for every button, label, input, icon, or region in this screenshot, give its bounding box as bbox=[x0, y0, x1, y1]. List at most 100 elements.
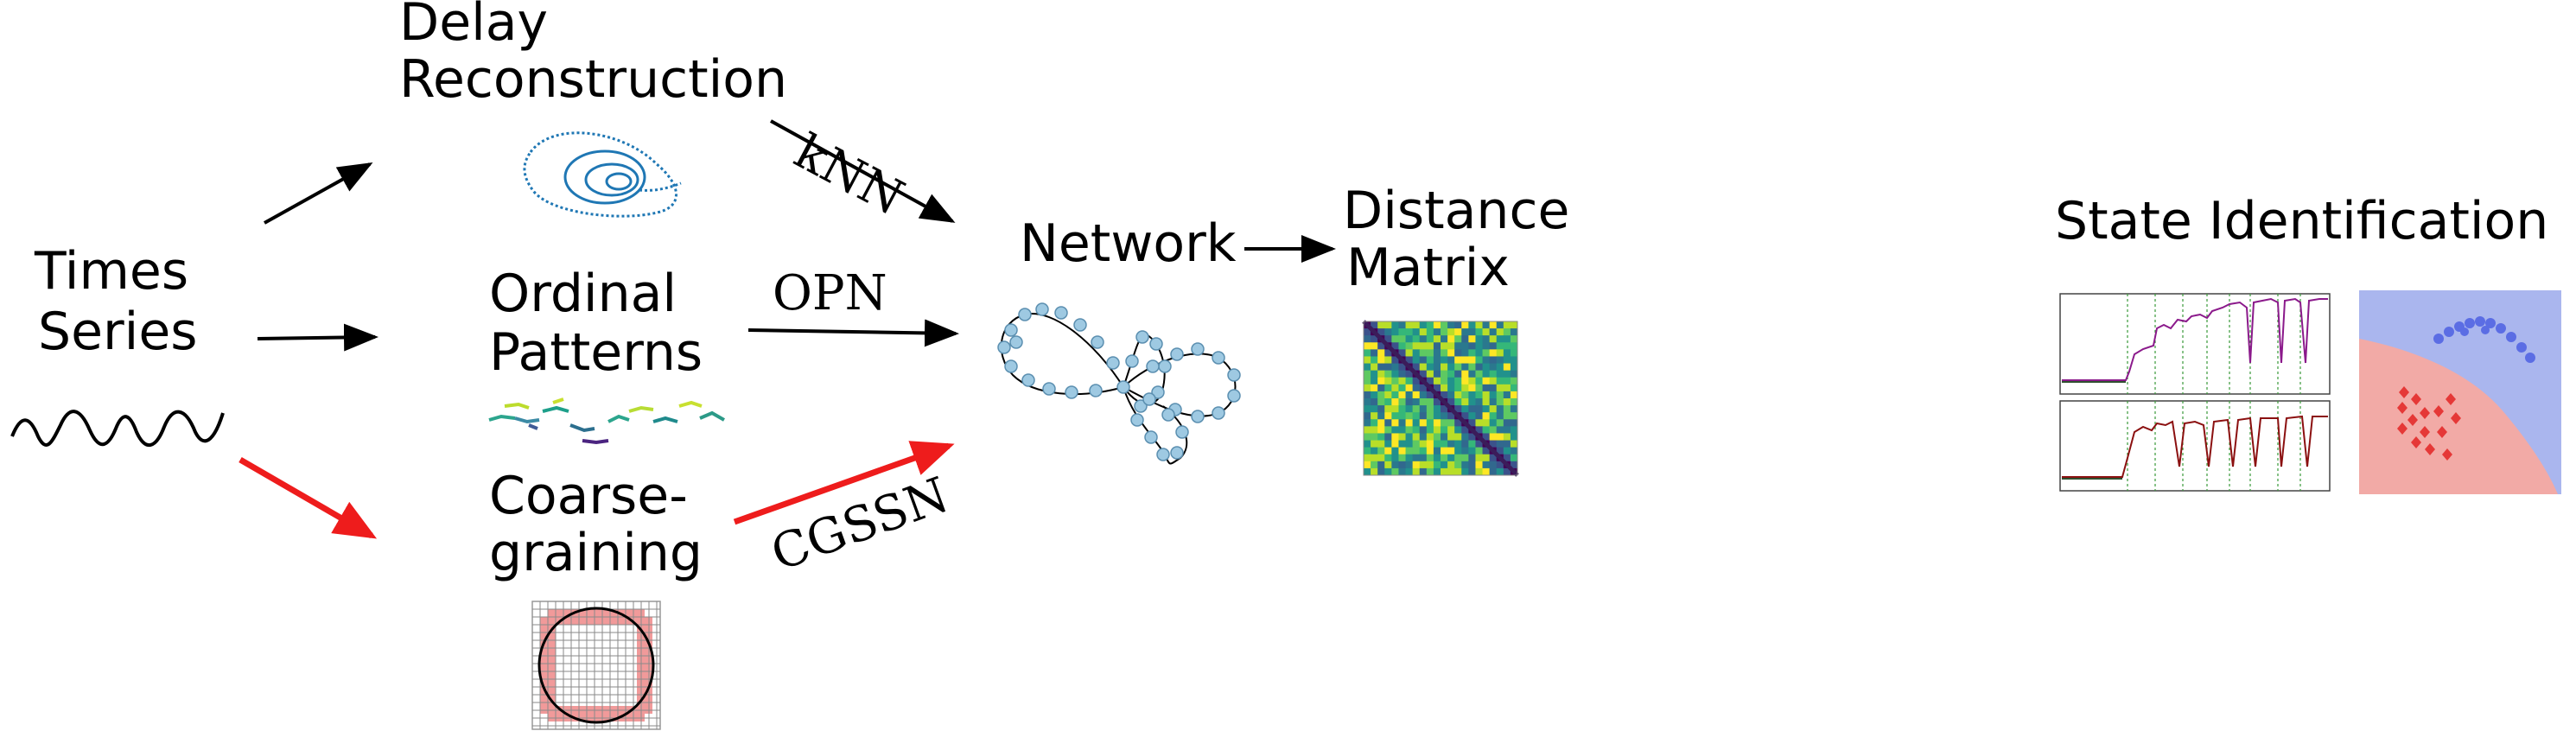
distance-matrix-cell bbox=[1364, 356, 1371, 365]
distance-matrix-cell bbox=[1482, 349, 1491, 357]
distance-matrix-cell bbox=[1433, 342, 1441, 350]
distance-matrix-cell bbox=[1364, 349, 1371, 357]
distance-matrix-cell bbox=[1475, 349, 1484, 357]
distance-matrix-cell bbox=[1489, 467, 1498, 475]
network-node bbox=[1191, 410, 1205, 423]
distance-matrix-cell bbox=[1433, 328, 1441, 336]
distance-matrix-cell bbox=[1503, 335, 1511, 343]
distance-matrix-cell bbox=[1426, 356, 1434, 365]
distance-matrix-cell bbox=[1398, 349, 1407, 357]
distance-matrix-cell bbox=[1447, 377, 1455, 385]
delay-reconstruction-label-line1: Delay bbox=[399, 0, 549, 53]
distance-matrix-cell bbox=[1371, 342, 1378, 350]
distance-matrix-cell bbox=[1454, 377, 1462, 385]
distance-matrix-cell bbox=[1482, 363, 1491, 372]
distance-matrix-cell bbox=[1441, 440, 1448, 448]
distance-matrix-cell bbox=[1489, 391, 1498, 399]
distance-matrix-cell bbox=[1441, 405, 1448, 413]
distance-matrix-cell bbox=[1496, 447, 1504, 455]
distance-matrix-cell bbox=[1461, 370, 1469, 378]
distance-matrix-cell bbox=[1384, 384, 1392, 392]
distance-matrix-cell bbox=[1426, 377, 1434, 385]
distance-matrix-cell bbox=[1405, 342, 1414, 350]
network-node bbox=[1004, 359, 1018, 373]
distance-matrix-cell bbox=[1433, 419, 1441, 427]
arrow-to-delay bbox=[264, 162, 373, 225]
distance-matrix-cell bbox=[1489, 349, 1498, 357]
distance-matrix-cell bbox=[1412, 447, 1421, 455]
distance-matrix-cell bbox=[1391, 412, 1399, 420]
distance-matrix-cell bbox=[1447, 440, 1455, 448]
distance-matrix-cell bbox=[1364, 426, 1371, 434]
distance-matrix-cell bbox=[1377, 467, 1385, 475]
network-node bbox=[1018, 308, 1032, 321]
distance-matrix-cell bbox=[1371, 426, 1378, 434]
distance-matrix-cell bbox=[1468, 342, 1476, 350]
distance-matrix-cell bbox=[1461, 426, 1469, 434]
distance-matrix-cell bbox=[1426, 412, 1434, 420]
distance-matrix-cell bbox=[1475, 335, 1484, 343]
distance-matrix-cell bbox=[1384, 356, 1392, 365]
network-node bbox=[1089, 384, 1103, 397]
network-graph-icon bbox=[997, 302, 1241, 465]
distance-matrix-cell bbox=[1419, 433, 1428, 442]
distance-matrix-cell bbox=[1364, 328, 1371, 336]
distance-matrix-cell bbox=[1377, 363, 1385, 372]
distance-matrix-cell bbox=[1371, 335, 1378, 343]
distance-matrix-cell bbox=[1371, 440, 1378, 448]
distance-matrix-cell bbox=[1496, 384, 1504, 392]
network-node bbox=[1021, 373, 1035, 387]
network-node bbox=[1175, 425, 1189, 439]
distance-matrix-cell bbox=[1433, 440, 1441, 448]
distance-matrix-cell bbox=[1461, 398, 1469, 406]
distance-matrix-cell bbox=[1496, 412, 1504, 420]
distance-matrix-cell bbox=[1489, 426, 1498, 434]
distance-matrix-cell bbox=[1405, 447, 1414, 455]
distance-matrix-cell bbox=[1441, 321, 1448, 329]
distance-matrix-cell bbox=[1419, 461, 1428, 469]
distance-matrix-cell bbox=[1377, 342, 1385, 350]
distance-matrix-cell bbox=[1503, 321, 1511, 329]
distance-matrix-cell bbox=[1371, 461, 1378, 469]
distance-matrix-cell bbox=[1496, 391, 1504, 399]
distance-matrix-cell bbox=[1496, 377, 1504, 385]
distance-matrix-cell bbox=[1441, 349, 1448, 357]
distance-matrix-cell bbox=[1405, 419, 1414, 427]
distance-matrix-cell bbox=[1496, 440, 1504, 448]
distance-matrix-cell bbox=[1475, 363, 1484, 372]
distance-matrix-cell bbox=[1412, 363, 1421, 372]
distance-matrix-cell bbox=[1454, 398, 1462, 406]
distance-matrix-cell bbox=[1377, 398, 1385, 406]
distance-matrix-cell bbox=[1391, 467, 1399, 475]
distance-matrix-cell bbox=[1391, 363, 1399, 372]
distance-matrix-cell bbox=[1433, 363, 1441, 372]
distance-matrix-cell bbox=[1426, 433, 1434, 442]
distance-matrix-cell bbox=[1503, 349, 1511, 357]
distance-matrix-cell bbox=[1405, 356, 1414, 365]
network-node bbox=[1106, 356, 1120, 370]
distance-matrix-cell bbox=[1426, 349, 1434, 357]
distance-matrix-cell bbox=[1405, 384, 1414, 392]
distance-matrix-cell bbox=[1371, 377, 1378, 385]
network-node bbox=[1170, 446, 1184, 460]
distance-matrix-cell bbox=[1398, 370, 1407, 378]
time-series-wave-icon bbox=[10, 410, 225, 448]
distance-matrix-cell bbox=[1510, 398, 1517, 406]
distance-matrix-cell bbox=[1391, 321, 1399, 329]
distance-matrix-cell bbox=[1364, 433, 1371, 442]
distance-matrix-cell bbox=[1412, 356, 1421, 365]
distance-matrix-cell bbox=[1377, 384, 1385, 392]
state-timeseries-panel-top bbox=[2059, 293, 2331, 395]
distance-matrix-cell bbox=[1371, 447, 1378, 455]
distance-matrix-heatmap bbox=[1362, 320, 1519, 477]
distance-matrix-cell bbox=[1441, 328, 1448, 336]
distance-matrix-cell bbox=[1364, 405, 1371, 413]
distance-matrix-cell bbox=[1482, 370, 1491, 378]
distance-matrix-cell bbox=[1489, 461, 1498, 469]
distance-matrix-cell bbox=[1441, 335, 1448, 343]
network-node bbox=[1116, 380, 1130, 394]
network-node bbox=[1144, 430, 1158, 444]
network-node bbox=[1156, 448, 1170, 461]
distance-matrix-label-line1: Distance bbox=[1343, 181, 1570, 241]
distance-matrix-cell bbox=[1384, 454, 1392, 462]
